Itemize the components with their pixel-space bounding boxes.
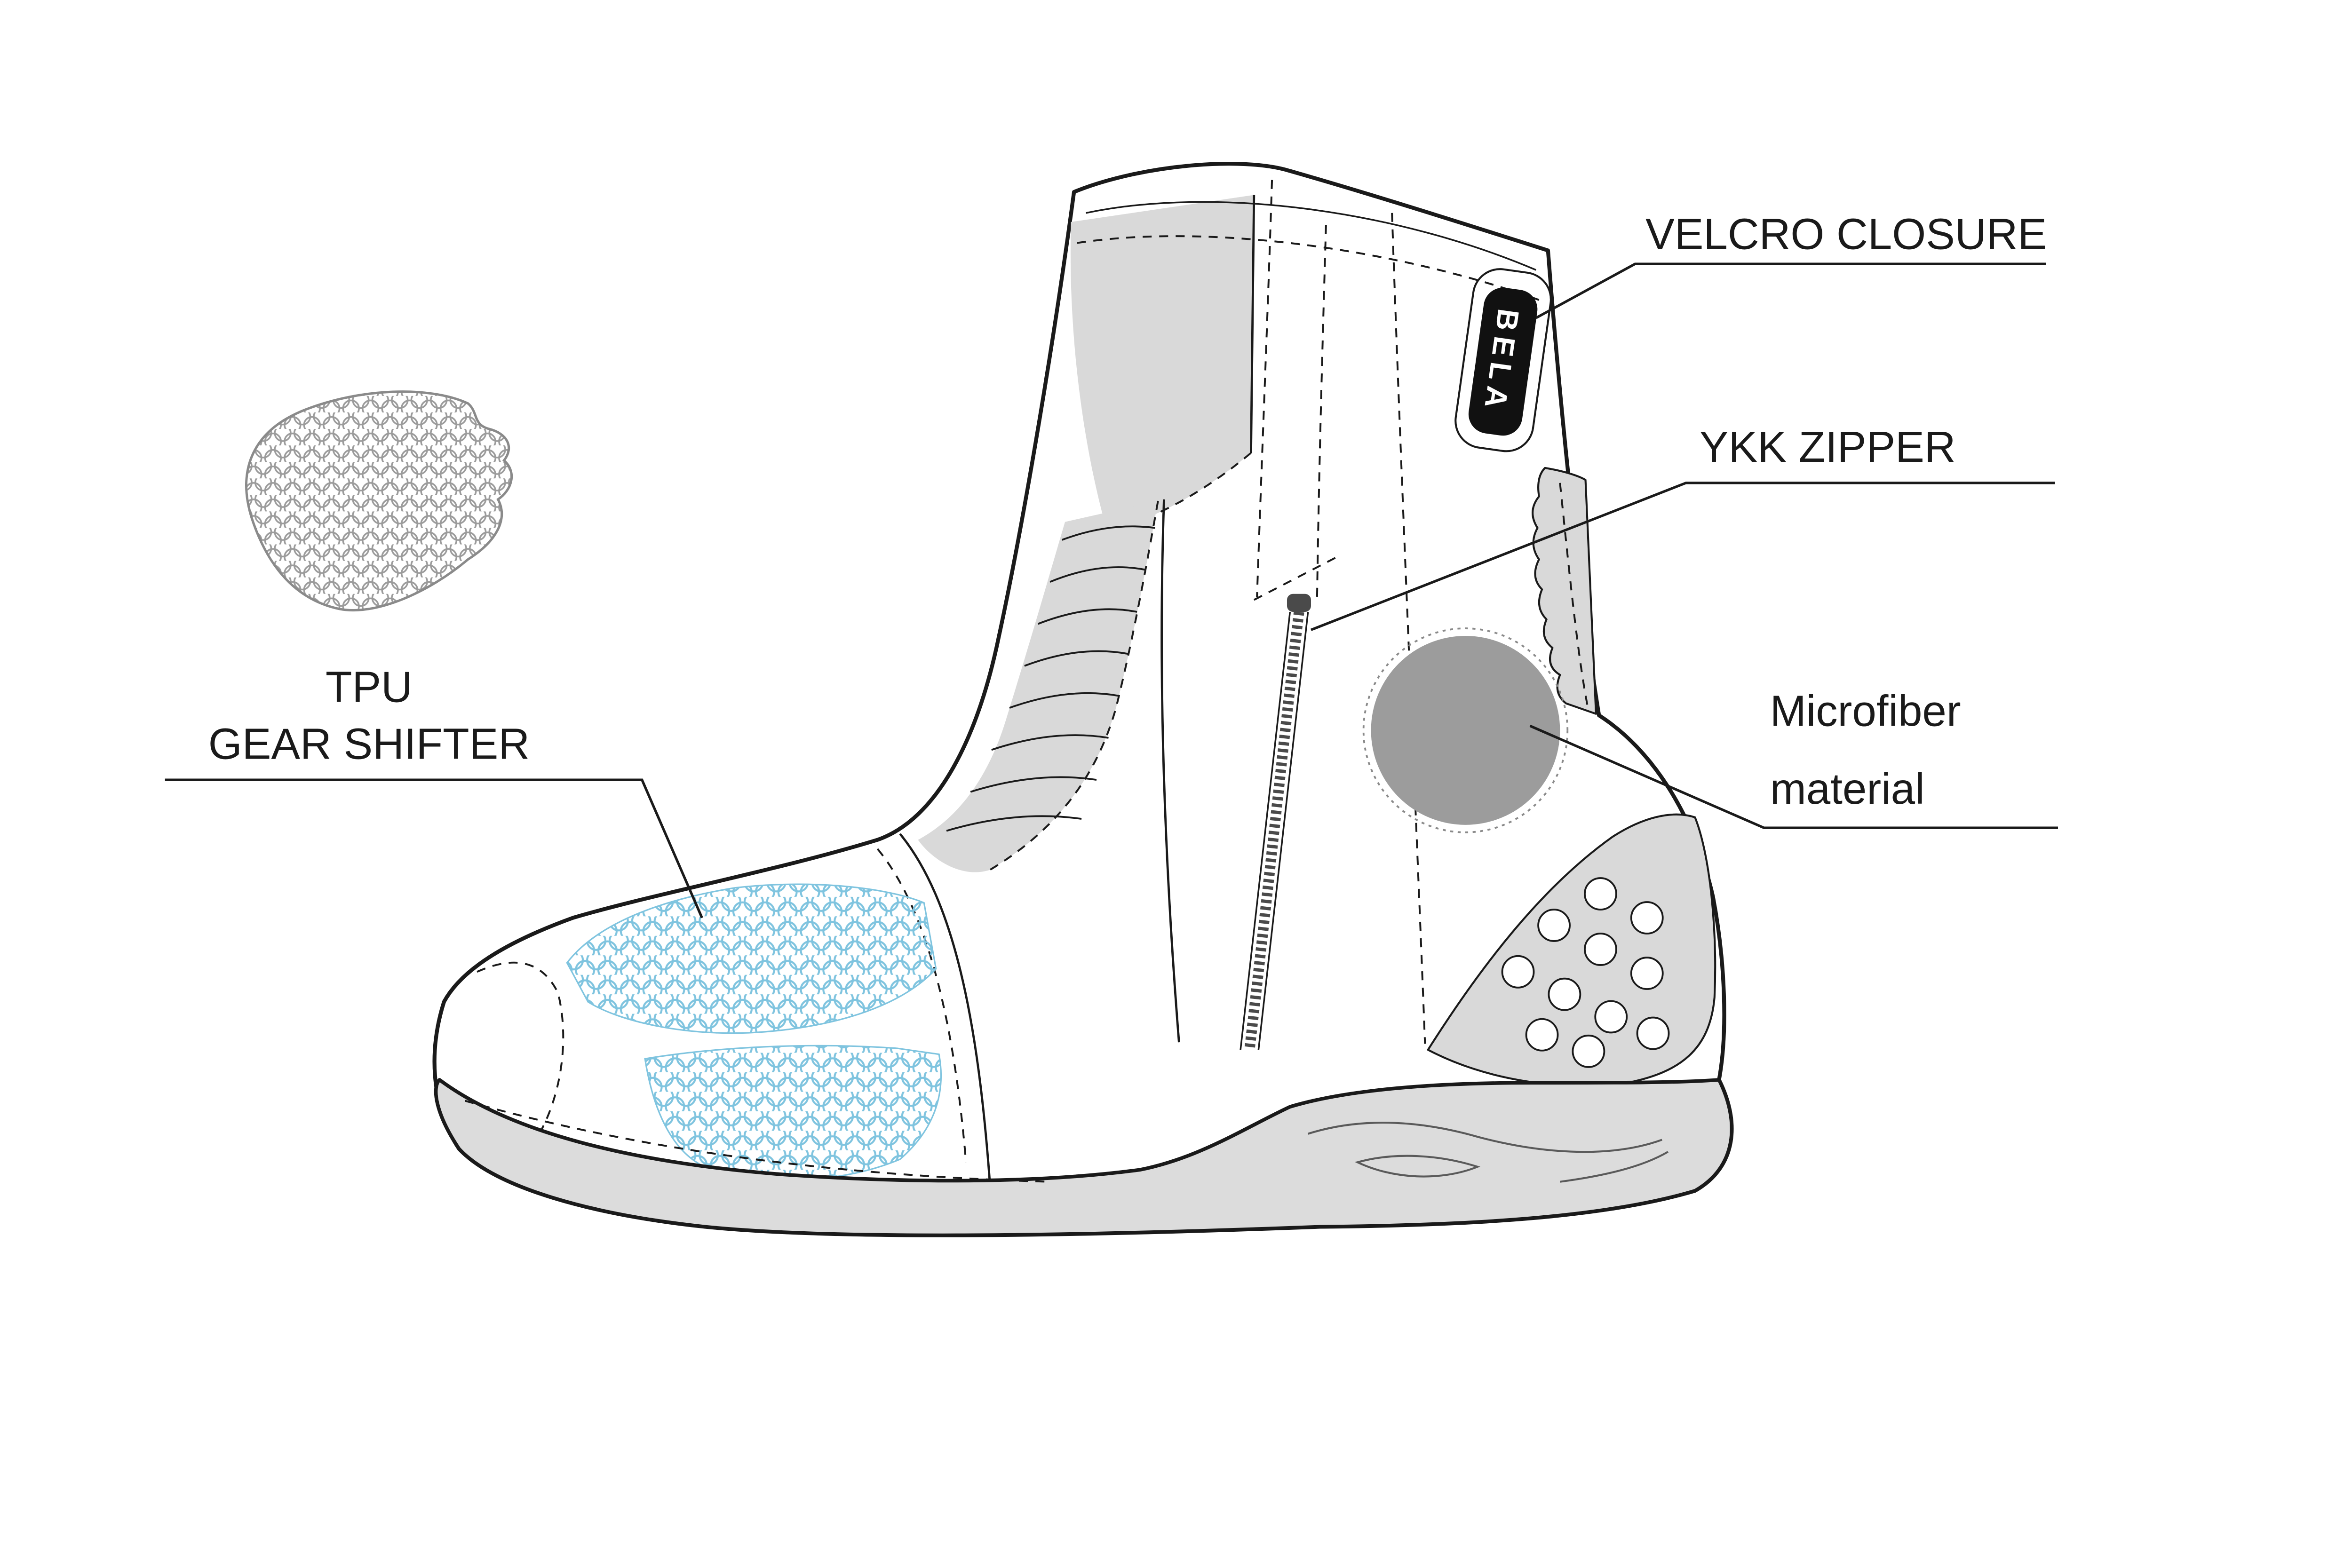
boot-diagram-svg: BELA VELCRO CLOSURE YKK ZIPPER Microfibe… [165, 162, 2058, 1237]
vent-hole [1525, 1018, 1559, 1052]
tpu-texture-swatch [245, 390, 513, 612]
vent-hole [1584, 877, 1617, 911]
heel-counter-panel [1427, 813, 1716, 1087]
tpu-label-line1: TPU [326, 662, 413, 711]
tpu-label-line2: GEAR SHIFTER [208, 720, 530, 768]
boot-illustration: BELA [432, 162, 1734, 1237]
sole [434, 1078, 1734, 1237]
ykk-zipper-label: YKK ZIPPER [1700, 422, 1956, 471]
microfiber-label-line2: material [1770, 764, 1925, 813]
vent-hole [1584, 933, 1617, 966]
vent-hole [1572, 1034, 1605, 1068]
callout-tpu-gear-shifter: TPU GEAR SHIFTER [165, 662, 703, 919]
callout-velcro-closure: VELCRO CLOSURE [1535, 209, 2047, 319]
tpu-toe-sliders [566, 883, 942, 1181]
vent-hole [1636, 1016, 1670, 1050]
microfiber-patch [1362, 627, 1569, 833]
vent-hole [1501, 955, 1535, 989]
vent-hole [1630, 901, 1664, 934]
construction-seams [477, 180, 1589, 1185]
velcro-closure-label: VELCRO CLOSURE [1645, 209, 2047, 258]
accordion-flex-panel [918, 500, 1159, 872]
vent-hole [1594, 1000, 1628, 1034]
callout-ykk-zipper: YKK ZIPPER [1311, 422, 2055, 631]
toe-slider-upper [566, 883, 937, 1034]
velcro-strap: BELA [1454, 268, 1552, 452]
microfiber-label-line1: Microfiber [1770, 686, 1961, 735]
vent-hole [1548, 977, 1581, 1011]
toe-slider-lower [644, 1045, 942, 1181]
vent-hole [1630, 957, 1664, 990]
vent-hole [1537, 909, 1571, 942]
ankle-scallop-strip [1532, 467, 1597, 715]
boot-feature-diagram: BELA VELCRO CLOSURE YKK ZIPPER Microfibe… [165, 162, 2058, 1237]
zipper-slider [1287, 594, 1311, 612]
bela-logo-plate [1468, 287, 1538, 436]
callout-microfiber: Microfiber material [1529, 686, 2058, 829]
ykk-zipper [1240, 594, 1311, 1051]
